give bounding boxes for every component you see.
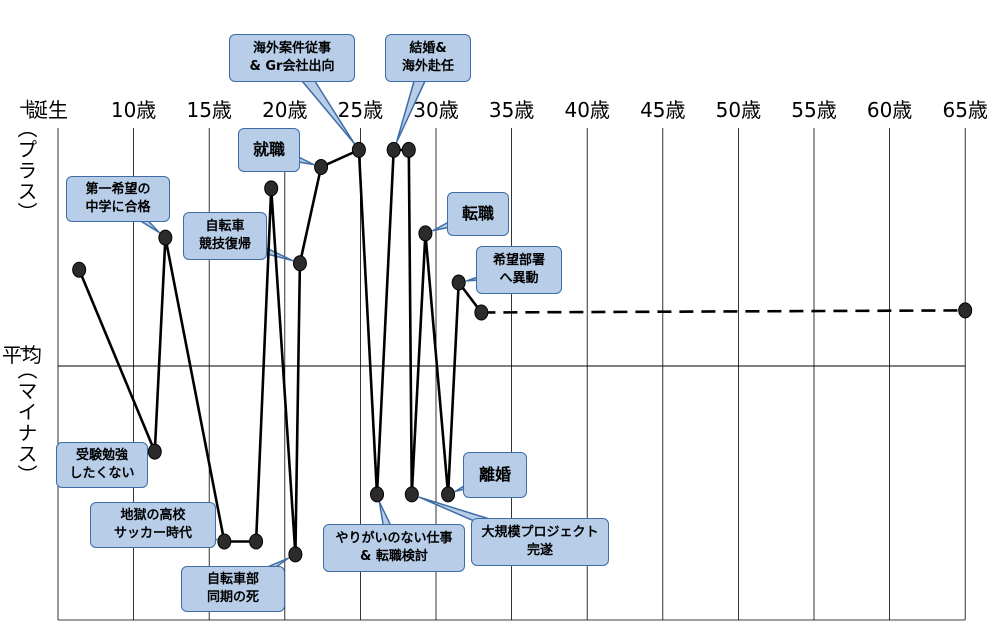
data-point	[404, 486, 419, 503]
callout-label: 希望部署 へ異動	[476, 246, 562, 294]
y-label-minus: －（マイナス）	[14, 339, 38, 486]
data-point	[351, 141, 366, 158]
data-point	[441, 486, 456, 503]
callout-label: やりがいのない仕事 & 転職検討	[323, 524, 465, 572]
data-point	[958, 302, 973, 319]
series-line-projection	[481, 309, 966, 314]
x-tick-label: 20歳	[262, 98, 307, 122]
callout-label: 地獄の高校 サッカー時代	[90, 502, 216, 548]
data-point	[314, 158, 329, 175]
callout-label: 大規模プロジェクト 完遂	[471, 518, 609, 566]
data-point	[249, 533, 264, 550]
series-line	[77, 148, 483, 556]
data-point	[418, 225, 433, 242]
data-point	[451, 274, 466, 291]
data-point	[158, 229, 173, 246]
grid-lines	[57, 128, 966, 621]
series-lines	[77, 148, 966, 556]
callout-label: 自転車部 同期の死	[181, 566, 285, 612]
x-tick-label: 25歳	[338, 98, 383, 122]
data-point	[474, 304, 489, 321]
x-tick-label: 55歳	[791, 98, 836, 122]
data-point	[386, 141, 401, 158]
x-tick-label: 10歳	[111, 98, 156, 122]
callout-label: 自転車 競技復帰	[183, 212, 267, 260]
data-point	[264, 180, 279, 197]
x-tick-label: 45歳	[640, 98, 685, 122]
x-tick-label: 30歳	[413, 98, 458, 122]
data-point	[72, 261, 87, 278]
x-tick-label: 35歳	[489, 98, 534, 122]
x-tick-label: 65歳	[942, 98, 987, 122]
callout-label: 離婚	[463, 452, 527, 498]
data-point	[217, 533, 232, 550]
data-point	[401, 141, 416, 158]
data-points	[72, 141, 973, 563]
x-tick-label: 15歳	[186, 98, 231, 122]
y-label-plus: ＋（プラス）	[14, 97, 38, 223]
callout-label: 転職	[447, 192, 509, 236]
x-tick-labels: 誕生 10歳 15歳 20歳 25歳 30歳 35歳 40歳 45歳 50歳 55歳 60歳 65歳	[28, 98, 988, 122]
data-point	[288, 546, 303, 563]
callout-label: 結婚& 海外赴任	[385, 34, 471, 82]
x-tick-label: 50歳	[716, 98, 761, 122]
y-label-average: 平均	[2, 343, 42, 367]
y-axis-labels: ＋（プラス） 平均 －（マイナス）	[2, 97, 42, 486]
callout-label: 海外案件従事 & Gr会社出向	[229, 34, 355, 82]
x-tick-label: 60歳	[867, 98, 912, 122]
callout-label: 就職	[238, 128, 300, 172]
data-point	[370, 486, 385, 503]
x-tick-label: 誕生	[28, 98, 68, 122]
data-point	[292, 255, 307, 272]
data-point	[147, 443, 162, 460]
callout-label: 第一希望の 中学に合格	[66, 176, 170, 222]
x-tick-label: 40歳	[564, 98, 609, 122]
callout-label: 受験勉強 したくない	[56, 442, 148, 488]
